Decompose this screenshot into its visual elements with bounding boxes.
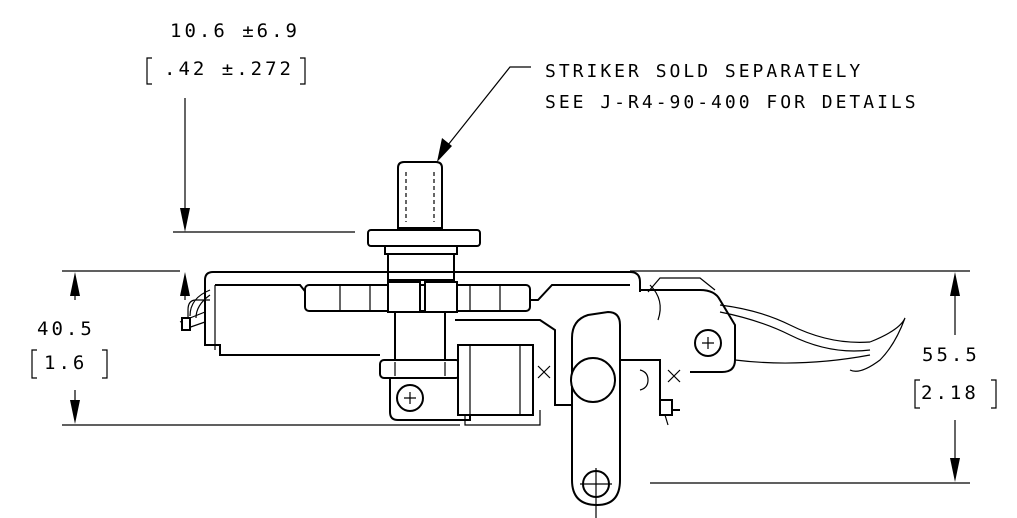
right-arrow-up	[950, 272, 960, 296]
right-height-dimension: 55.5 2.18	[630, 270, 997, 484]
note-leader	[443, 66, 531, 151]
note-line-1: STRIKER SOLD SEPARATELY	[545, 61, 863, 82]
top-offset-value: 10.6 ±6.9	[170, 20, 300, 42]
left-height-inch: 1.6	[44, 352, 87, 374]
dim-arrow	[180, 208, 190, 232]
bracket-right	[300, 57, 306, 85]
left-height-dimension: 40.5 1.6	[31, 270, 460, 426]
left-height-value: 40.5	[37, 318, 95, 340]
striker-note: STRIKER SOLD SEPARATELY SEE J-R4-90-400 …	[437, 61, 919, 162]
left-arrow-up	[70, 272, 80, 296]
top-offset-dimension: 10.6 ±6.9 .42 ±.272	[146, 20, 355, 233]
right-height-value: 55.5	[922, 344, 980, 366]
bracket-left	[146, 57, 152, 85]
note-arrow	[437, 138, 452, 162]
striker-post	[367, 161, 481, 281]
right-arrow-down	[950, 458, 960, 482]
right-height-inch: 2.18	[921, 382, 979, 404]
housing	[179, 271, 906, 518]
top-offset-inch: .42 ±.272	[164, 58, 294, 80]
note-line-2: SEE J-R4-90-400 FOR DETAILS	[545, 92, 919, 113]
left-arrow-down	[70, 400, 80, 424]
latch-assembly	[179, 161, 906, 518]
